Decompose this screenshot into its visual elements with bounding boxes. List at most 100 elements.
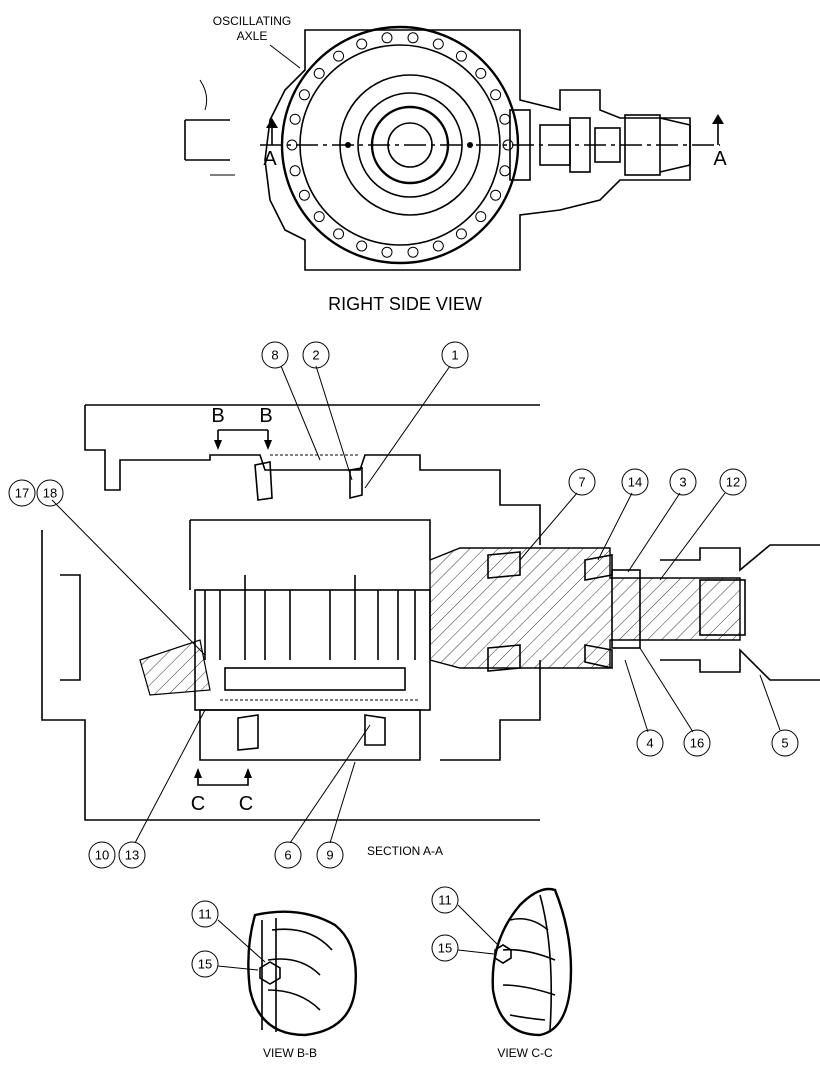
left-detail: [199, 79, 235, 176]
yoke-tip: [659, 117, 691, 173]
callout-1: 1: [441, 341, 469, 369]
cc-ribs: [502, 917, 556, 1021]
left-stub: [184, 119, 230, 161]
left-flange: [139, 639, 211, 696]
svg-text:3: 3: [679, 475, 686, 490]
callout-10: 10: [88, 841, 116, 869]
section-b-left-label: B: [211, 405, 224, 427]
svg-text:14: 14: [628, 475, 642, 490]
bb-hex-bolt: [259, 961, 281, 985]
section-b-marker: [217, 429, 269, 445]
view-bb: 11 15 VIEW B-B: [191, 900, 357, 1060]
callout-8: 8: [261, 341, 289, 369]
callout-4: 4: [636, 729, 664, 757]
left-pocket: [60, 574, 81, 681]
bb-edges: [261, 918, 277, 1032]
section-housing: [41, 404, 541, 821]
lower-carrier: [199, 709, 421, 761]
bearing-14-bottom: [584, 644, 613, 669]
svg-text:1: 1: [451, 348, 458, 363]
callout-3: 3: [669, 468, 697, 496]
bolt-hole: [455, 50, 467, 62]
bearing-8: [254, 461, 273, 501]
svg-text:8: 8: [271, 348, 278, 363]
bolt-hole: [298, 89, 310, 101]
svg-text:2: 2: [312, 348, 319, 363]
section-dot-right: [467, 142, 473, 148]
cc-leader-15: [457, 949, 495, 955]
svg-text:18: 18: [43, 486, 57, 501]
view-cc-title: VIEW C-C: [497, 1046, 553, 1060]
svg-text:17: 17: [15, 486, 29, 501]
section-b-right-label: B: [259, 405, 272, 427]
differential-case: [194, 589, 431, 711]
callout-9: 9: [316, 841, 344, 869]
bearing-lower-left: [237, 714, 259, 751]
callout-6: 6: [274, 841, 302, 869]
bolt-hole: [333, 50, 345, 62]
svg-text:5: 5: [781, 736, 788, 751]
bb-leader-15: [217, 965, 259, 971]
section-aa-title: SECTION A-A: [367, 844, 443, 858]
section-c-arrows: [194, 768, 252, 778]
yoke-5: [660, 544, 820, 681]
svg-text:7: 7: [578, 475, 585, 490]
svg-text:10: 10: [95, 848, 109, 863]
yoke-cap: [699, 579, 746, 636]
svg-text:11: 11: [198, 907, 212, 922]
svg-text:13: 13: [125, 848, 139, 863]
gear-teeth: [204, 575, 416, 660]
svg-text:9: 9: [326, 848, 333, 863]
callout-13: 13: [118, 841, 146, 869]
nut-3: [611, 569, 641, 649]
case-top: [189, 519, 431, 590]
section-a-left-label: A: [263, 148, 277, 170]
bolt-hole: [381, 246, 393, 258]
oscillating-leader: [269, 44, 301, 69]
bearing-2: [349, 467, 363, 500]
svg-text:6: 6: [284, 848, 291, 863]
bolt-hole: [333, 228, 345, 240]
callout-15-bb: 15: [191, 950, 219, 978]
bb-casting: [247, 910, 357, 1037]
bolt-hole: [356, 38, 368, 50]
bolt-hole: [407, 32, 419, 44]
bolt-hole: [289, 165, 301, 177]
callout-11-bb: 11: [191, 900, 219, 928]
callout-17: 17: [8, 479, 36, 507]
bolt-hole: [381, 32, 393, 44]
bb-ribs: [267, 928, 333, 1011]
callout-11-cc: 11: [431, 886, 459, 914]
section-b-arrows: [214, 440, 272, 450]
bolt-hole: [356, 240, 368, 252]
bearing-lower-right: [364, 714, 386, 746]
bolt-hole: [475, 211, 487, 223]
callout-5: 5: [771, 729, 799, 757]
bolt-hole: [289, 113, 301, 125]
cc-casting: [491, 887, 573, 1037]
section-c-marker: [197, 770, 249, 786]
bb-leader-11: [217, 919, 266, 963]
differential-shaft: [224, 667, 406, 691]
bolt-hole: [475, 67, 487, 79]
section-a-right-label: A: [713, 148, 727, 170]
housing-outline: [264, 29, 691, 271]
right-side-view-title: RIGHT SIDE VIEW: [328, 294, 482, 314]
view-bb-title: VIEW B-B: [263, 1046, 317, 1060]
callout-2: 2: [302, 341, 330, 369]
cc-leader-11: [457, 904, 499, 946]
svg-text:4: 4: [646, 736, 653, 751]
callout-15-cc: 15: [431, 934, 459, 962]
view-cc: 11 15 VIEW C-C: [431, 886, 573, 1060]
svg-text:15: 15: [438, 941, 452, 956]
callout-14: 14: [621, 468, 649, 496]
pinion-shaft: [429, 547, 741, 669]
section-c-left-label: C: [191, 793, 205, 815]
cc-edge: [539, 894, 553, 1031]
svg-text:16: 16: [690, 736, 704, 751]
callout-16: 16: [683, 729, 711, 757]
bolt-hole: [313, 211, 325, 223]
svg-text:12: 12: [726, 475, 740, 490]
bolt-hole: [499, 113, 511, 125]
bearing-7-bottom: [487, 644, 521, 672]
